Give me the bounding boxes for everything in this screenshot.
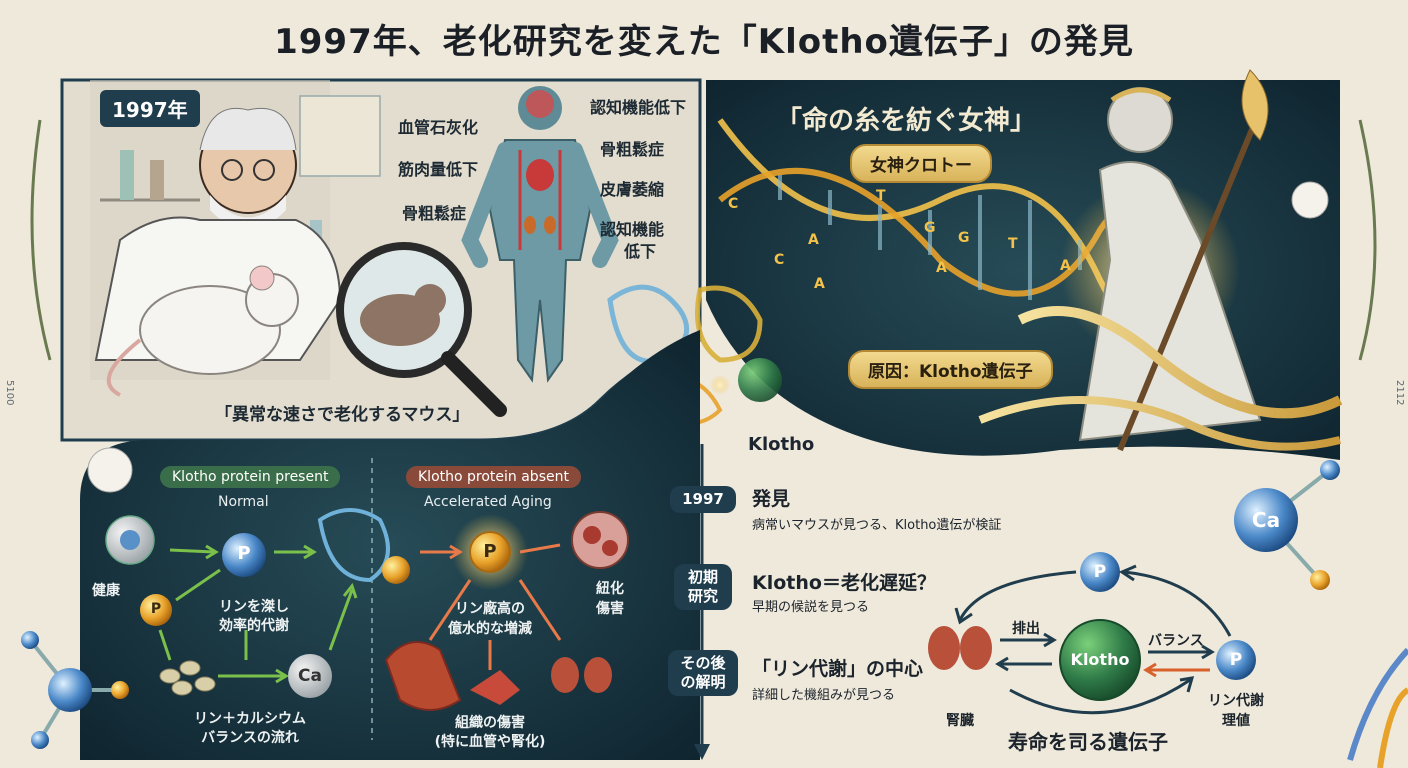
body-label-osteoporosis-left: 骨粗鬆症 bbox=[402, 204, 467, 223]
phosphate-symbol: P bbox=[237, 543, 251, 564]
right-mid-line-1: リン廠高の bbox=[455, 601, 525, 617]
excrete-label: 排出 bbox=[1012, 621, 1040, 637]
year-tag: 1997年 bbox=[100, 90, 200, 127]
body-label-vascular-calcification: 血管石灰化 bbox=[398, 118, 479, 137]
left-bottom-line-1: リン＋カルシウム bbox=[194, 711, 306, 727]
side-mark-left: 5100 bbox=[4, 380, 15, 406]
body-label-muscle-loss: 筋肉量低下 bbox=[398, 160, 479, 179]
side-mark-right: 2112 bbox=[1394, 380, 1405, 406]
body-label-osteoporosis-right: 骨粗鬆症 bbox=[600, 140, 665, 159]
right-bottom-line-1: 組織の傷害 bbox=[455, 715, 525, 731]
balance-label: バランス bbox=[1148, 633, 1204, 649]
body-label-cognitive-2: 低下 bbox=[624, 242, 657, 261]
left-mid-line-2: 効率的代謝 bbox=[219, 618, 289, 634]
phosphate-metabolism-label-2: 理値 bbox=[1222, 713, 1250, 729]
dna-letter: A bbox=[808, 232, 819, 248]
goddess-name-pill: 女神クロトー bbox=[850, 144, 992, 183]
timeline-desc-2: 早期の候説を見つる bbox=[752, 600, 870, 615]
dna-letter: G bbox=[924, 220, 936, 236]
timeline-badge-early: 初期 研究 bbox=[674, 564, 732, 610]
timeline-desc-3: 詳細した機組みが見つる bbox=[752, 688, 896, 703]
dna-letter: T bbox=[876, 188, 886, 204]
phosphate-right-node: P bbox=[1229, 650, 1243, 670]
timeline-badge-1997: 1997 bbox=[670, 486, 736, 513]
dna-letter: T bbox=[1008, 236, 1018, 252]
dna-letter: C bbox=[728, 196, 739, 212]
timeline-desc-1: 病常いマウスが見つる、Klotho遺伝が検証 bbox=[752, 518, 1002, 533]
absent-subtitle: Accelerated Aging bbox=[424, 494, 552, 510]
dna-letter: G bbox=[958, 230, 970, 246]
phosphate-top-node: P bbox=[1093, 562, 1107, 582]
phosphate-metabolism-label: リン代謝 bbox=[1208, 693, 1264, 709]
klotho-center-node: Klotho bbox=[1070, 650, 1130, 669]
right-mid-line-2: 億水的な増減 bbox=[448, 621, 532, 637]
page-title: 1997年、老化研究を変えた「Klotho遺伝子」の発見 bbox=[274, 22, 1134, 62]
body-label-cognitive-decline-top: 認知機能低下 bbox=[590, 98, 687, 117]
dna-letter: C bbox=[774, 252, 785, 268]
present-title: Klotho protein present bbox=[160, 466, 341, 488]
healthy-label: 健康 bbox=[92, 583, 120, 599]
phosphate-symbol-small: P bbox=[150, 601, 162, 617]
timeline-badge-later: その後 の解明 bbox=[668, 650, 738, 696]
left-mid-line-1: リンを滐し bbox=[219, 599, 289, 615]
right-bottom-line-2: (特に血管や腎化) bbox=[434, 734, 546, 750]
dna-letter: A bbox=[1060, 258, 1071, 274]
present-subtitle: Normal bbox=[218, 494, 269, 510]
kidney-label: 腎臓 bbox=[946, 713, 974, 729]
phosphate-symbol-glow: P bbox=[483, 541, 497, 562]
right-damage-line-2: 傷害 bbox=[596, 601, 624, 617]
mouse-caption: 「異常な速さで老化するマウス」 bbox=[215, 405, 470, 425]
body-label-cognitive-1: 認知機能 bbox=[600, 220, 665, 239]
left-bottom-line-2: バランスの流れ bbox=[201, 730, 299, 746]
absent-title: Klotho protein absent bbox=[406, 466, 581, 488]
cycle-caption: 寿命を司る遺伝子 bbox=[1008, 730, 1168, 754]
cause-pill: 原因：Klotho遺伝子 bbox=[848, 350, 1053, 389]
calcium-symbol: Ca bbox=[298, 666, 322, 686]
body-label-skin-atrophy: 皮膚萎縮 bbox=[600, 180, 665, 199]
timeline-head-2: Klotho＝老化遅延？ bbox=[752, 572, 936, 594]
dna-letter: A bbox=[936, 260, 947, 276]
right-damage-line-1: 紐化 bbox=[596, 581, 624, 597]
klotho-protein-label: Klotho bbox=[748, 434, 815, 455]
dna-letter: A bbox=[814, 276, 825, 292]
timeline-head-3: 「リン代謝」の中心 bbox=[752, 658, 924, 680]
goddess-title: 「命の糸を紡ぐ女神」 bbox=[776, 106, 1037, 136]
timeline-head-1: 発見 bbox=[752, 488, 791, 510]
calcium-large-symbol: Ca bbox=[1251, 508, 1281, 532]
